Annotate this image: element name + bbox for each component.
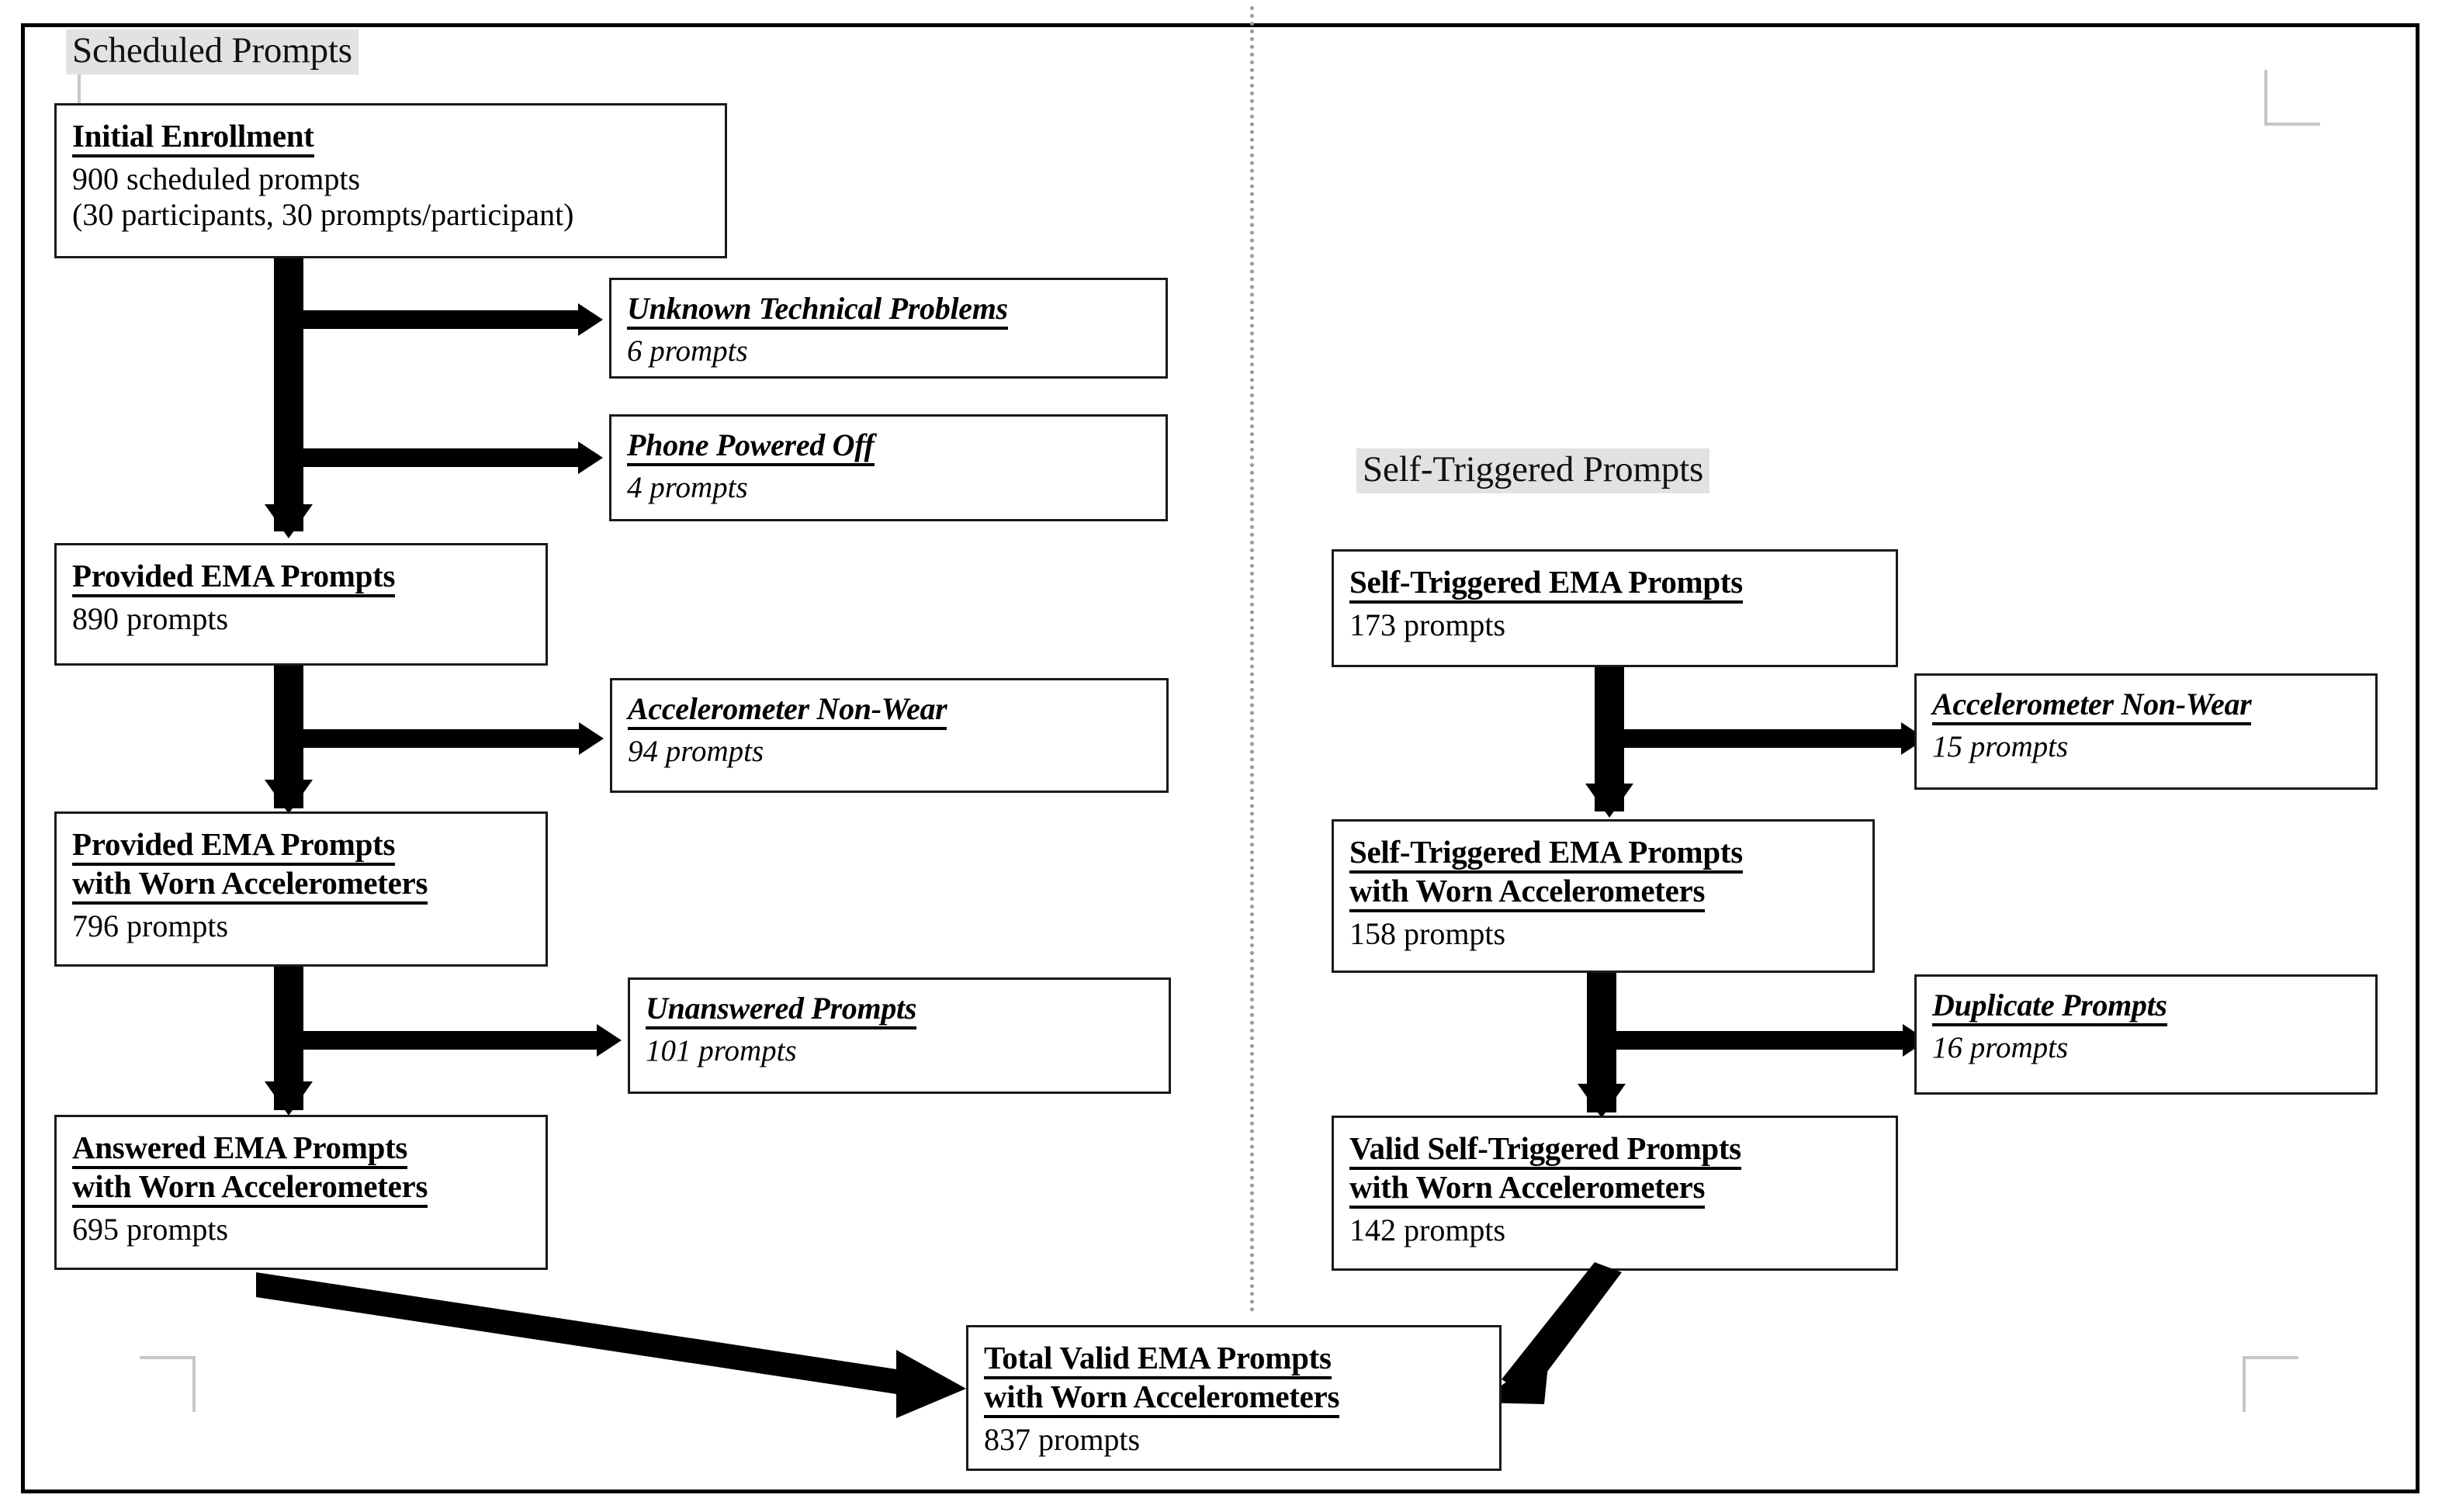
exclusion-count: 16 prompts <box>1932 1031 2069 1064</box>
exclusion-title: Accelerometer Non-Wear <box>1932 687 2252 725</box>
connector-exclusion-4 <box>274 1031 608 1050</box>
node-self-triggered-ema-worn[interactable]: Self-Triggered EMA Prompts with Worn Acc… <box>1332 819 1875 973</box>
node-title-line-2: with Worn Accelerometers <box>984 1379 1339 1419</box>
node-provided-ema-worn[interactable]: Provided EMA Prompts with Worn Accelerom… <box>54 811 548 967</box>
node-initial-enrollment[interactable]: Initial Enrollment 900 scheduled prompts… <box>54 103 727 258</box>
node-provided-ema-prompts[interactable]: Provided EMA Prompts 890 prompts <box>54 543 548 666</box>
node-title: Self-Triggered EMA Prompts <box>1349 564 1743 604</box>
exclusion-title: Duplicate Prompts <box>1932 988 2167 1026</box>
arrow-down-1 <box>265 504 313 538</box>
connector-exclusion-3 <box>274 729 588 748</box>
exclusion-title: Unanswered Prompts <box>646 991 916 1029</box>
arrow-right-1 <box>578 303 603 336</box>
exclusion-duplicate-prompts[interactable]: Duplicate Prompts 16 prompts <box>1914 974 2378 1095</box>
exclusion-count: 4 prompts <box>627 471 748 504</box>
exclusion-title: Phone Powered Off <box>627 428 875 466</box>
node-total-valid-ema[interactable]: Total Valid EMA Prompts with Worn Accele… <box>966 1325 1502 1471</box>
node-count: 796 prompts <box>72 908 229 944</box>
arrow-right-4 <box>597 1024 622 1057</box>
node-title-line-1: Self-Triggered EMA Prompts <box>1349 834 1743 874</box>
exclusion-title: Unknown Technical Problems <box>627 292 1008 330</box>
exclusion-unknown-technical-problems[interactable]: Unknown Technical Problems 6 prompts <box>609 278 1168 379</box>
node-title: Initial Enrollment <box>72 118 314 158</box>
crop-mark-top-right <box>2264 70 2320 126</box>
exclusion-count: 94 prompts <box>628 735 764 768</box>
arrow-down-2 <box>265 780 313 814</box>
exclusion-title: Accelerometer Non-Wear <box>628 692 947 730</box>
exclusion-count: 15 prompts <box>1932 730 2069 763</box>
exclusion-accelerometer-non-wear-right[interactable]: Accelerometer Non-Wear 15 prompts <box>1914 673 2378 790</box>
connector-exclusion-1 <box>274 310 587 329</box>
section-heading-self-triggered: Self-Triggered Prompts <box>1356 448 1710 494</box>
arrow-right-3 <box>579 722 604 755</box>
node-answered-ema-worn[interactable]: Answered EMA Prompts with Worn Accelerom… <box>54 1115 548 1270</box>
crop-mark-bottom-left <box>140 1356 196 1412</box>
panel-divider <box>1250 6 1254 1313</box>
node-line-2: 900 scheduled prompts <box>72 161 361 197</box>
exclusion-count: 6 prompts <box>627 334 748 368</box>
node-count: 837 prompts <box>984 1422 1141 1458</box>
node-count: 695 prompts <box>72 1212 229 1247</box>
node-count: 173 prompts <box>1349 607 1506 643</box>
node-title: Provided EMA Prompts <box>72 558 395 598</box>
node-title-line-2: with Worn Accelerometers <box>1349 1170 1705 1209</box>
arrow-down-r2 <box>1578 1084 1626 1118</box>
exclusion-phone-powered-off[interactable]: Phone Powered Off 4 prompts <box>609 414 1168 521</box>
node-title-line-2: with Worn Accelerometers <box>72 1169 428 1209</box>
section-heading-scheduled: Scheduled Prompts <box>66 29 359 75</box>
arrow-down-3 <box>265 1081 313 1116</box>
page-border <box>21 23 2419 1493</box>
node-title-line-1: Total Valid EMA Prompts <box>984 1340 1332 1380</box>
exclusion-accelerometer-non-wear-left[interactable]: Accelerometer Non-Wear 94 prompts <box>610 678 1169 793</box>
exclusion-count: 101 prompts <box>646 1034 797 1067</box>
arrow-down-r1 <box>1585 784 1633 818</box>
node-valid-self-triggered-worn[interactable]: Valid Self-Triggered Prompts with Worn A… <box>1332 1116 1898 1271</box>
node-count: 142 prompts <box>1349 1213 1506 1248</box>
connector-exclusion-r1 <box>1595 729 1911 748</box>
exclusion-unanswered-prompts[interactable]: Unanswered Prompts 101 prompts <box>628 977 1171 1094</box>
node-title-line-2: with Worn Accelerometers <box>1349 874 1705 913</box>
node-title-line-1: Valid Self-Triggered Prompts <box>1349 1130 1741 1171</box>
node-self-triggered-ema-prompts[interactable]: Self-Triggered EMA Prompts 173 prompts <box>1332 549 1898 667</box>
node-title-line-1: Answered EMA Prompts <box>72 1130 407 1170</box>
connector-exclusion-2 <box>274 448 587 467</box>
connector-exclusion-r2 <box>1587 1031 1913 1050</box>
node-line-3: (30 participants, 30 prompts/participant… <box>72 197 574 233</box>
node-title-line-2: with Worn Accelerometers <box>72 866 428 905</box>
crop-mark-bottom-right <box>2243 1356 2298 1412</box>
node-title-line-1: Provided EMA Prompts <box>72 826 395 867</box>
node-count: 890 prompts <box>72 601 229 637</box>
connector-trunk-1 <box>274 258 303 531</box>
arrow-right-2 <box>578 441 603 474</box>
node-count: 158 prompts <box>1349 916 1506 952</box>
